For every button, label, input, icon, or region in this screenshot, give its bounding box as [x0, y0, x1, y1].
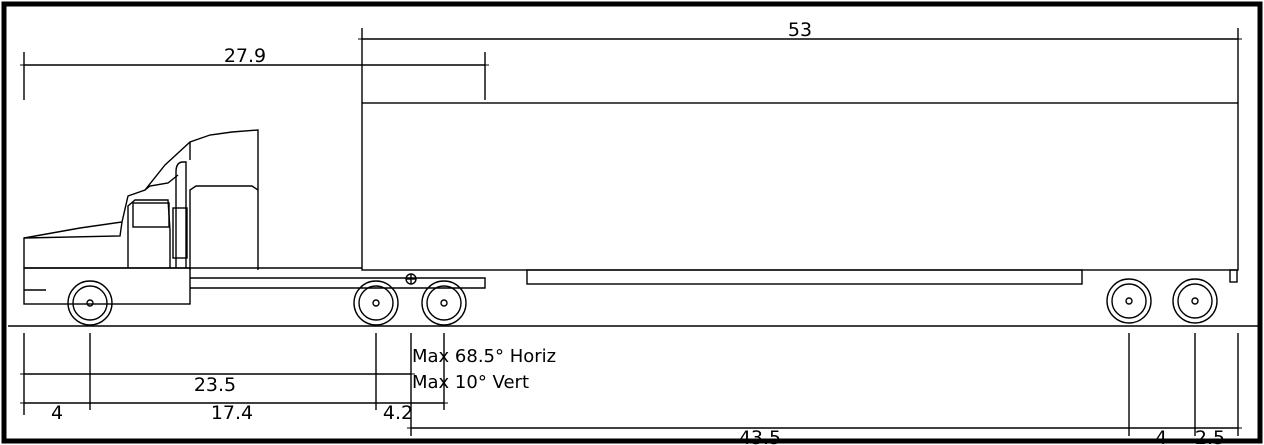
label-kingpin-to-trailer-axle: 43.5 — [739, 427, 781, 445]
trailer-sill — [526, 269, 1083, 285]
wheel-drive-axle-1 — [353, 280, 399, 326]
wheel-front-axle — [67, 280, 113, 326]
label-front-overhang: 4 — [51, 402, 63, 424]
trailer-rear-light — [1229, 269, 1238, 283]
tractor-sleeper — [189, 185, 259, 270]
label-front-axle-to-tandem: 23.5 — [194, 374, 236, 396]
label-tractor-to-kingpin: 27.9 — [224, 45, 266, 67]
label-overall-trailer: 53 — [788, 19, 812, 41]
label-tractor-tandem-spread: 4.2 — [383, 402, 413, 424]
wheel-trailer-axle-2 — [1172, 278, 1218, 324]
wheel-trailer-axle-1 — [1106, 278, 1152, 324]
tractor-hood — [23, 129, 259, 270]
note-horizontal-articulation: Max 68.5° Horiz — [412, 346, 556, 367]
tractor — [23, 129, 486, 305]
exhaust-stack — [175, 161, 187, 268]
label-trailer-tandem-spread: 4 — [1155, 427, 1167, 445]
tractor-cab-window — [127, 199, 171, 268]
dimension-tractor-to-kingpin — [20, 52, 489, 100]
label-wheelbase-front: 17.4 — [211, 402, 253, 424]
wheel-drive-axle-2 — [421, 280, 467, 326]
label-rear-overhang: 2.5 — [1195, 427, 1225, 445]
trailer — [361, 102, 1239, 285]
air-cleaner — [172, 207, 188, 259]
trailer-box — [361, 102, 1239, 271]
note-vertical-articulation: Max 10° Vert — [412, 372, 529, 393]
